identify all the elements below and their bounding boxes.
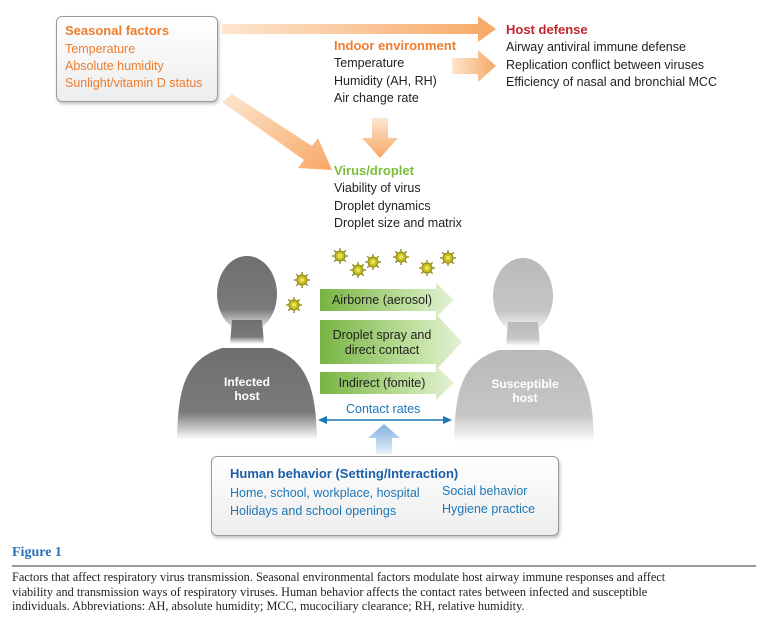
figure-caption: Factors that affect respiratory virus tr… (12, 570, 758, 614)
host-defense-item: Efficiency of nasal and bronchial MCC (506, 75, 717, 89)
figure-caption-line: Factors that affect respiratory virus tr… (12, 570, 666, 584)
virus-droplet-item: Droplet size and matrix (334, 216, 462, 230)
virus-icon (285, 296, 303, 314)
human-behavior-item: Social behavior (442, 484, 528, 498)
susceptible-host-silhouette (454, 258, 594, 442)
susceptible-host-label: Susceptible host (483, 377, 567, 405)
arrow-behavior-to-contact (368, 424, 400, 454)
virus-icon (349, 261, 367, 279)
seasonal-factor-item: Absolute humidity (65, 59, 164, 73)
virus-droplet-group: Virus/droplet Viability of virus Droplet… (334, 163, 462, 233)
seasonal-factors-box: Seasonal factors Temperature Absolute hu… (56, 16, 218, 102)
virus-droplet-title: Virus/droplet (334, 163, 414, 178)
route-droplet-label-line: direct contact (344, 343, 420, 357)
infected-host-silhouette (177, 256, 317, 440)
arrow-seasonal-to-host-defense (222, 16, 496, 42)
contact-rates-arrow (318, 416, 452, 424)
indoor-environment-item: Humidity (AH, RH) (334, 73, 437, 88)
human-behavior-title: Human behavior (Setting/Interaction) (230, 466, 459, 481)
arrow-indirect (320, 366, 454, 400)
virus-droplet-item: Viability of virus (334, 181, 421, 195)
figure-caption-line: individuals. Abbreviations: AH, absolute… (12, 599, 525, 613)
route-droplet-label: Droplet spray and direct contact (320, 328, 444, 358)
indoor-environment-title: Indoor environment (334, 38, 457, 53)
indoor-environment-item: Air change rate (334, 91, 419, 105)
virus-droplet-item: Droplet dynamics (334, 198, 431, 213)
seasonal-factor-item: Sunlight/vitamin D status (65, 76, 203, 90)
contact-rates-label: Contact rates (346, 402, 421, 416)
virus-icon (364, 253, 382, 271)
host-defense-group: Host defense Airway antiviral immune def… (506, 22, 717, 92)
arrow-seasonal-to-virus (222, 94, 332, 170)
susceptible-host-label-line: Susceptible (491, 377, 559, 391)
seasonal-factor-item: Temperature (65, 42, 136, 56)
susceptible-host-label-line: host (512, 391, 538, 405)
route-indirect-label: Indirect (fomite) (338, 376, 426, 390)
arrow-airborne (320, 283, 454, 317)
arrow-indoor-to-virus (362, 118, 398, 158)
infected-host-label: Infected host (207, 375, 287, 403)
indoor-environment-group: Indoor environment Temperature Humidity … (334, 38, 456, 108)
route-airborne-label: Airborne (aerosol) (331, 293, 433, 307)
figure-caption-title: Figure 1 (12, 545, 62, 560)
human-behavior-item: Holidays and school openings (230, 504, 397, 518)
indoor-environment-item: Temperature (334, 56, 405, 70)
seasonal-factors-title: Seasonal factors (65, 23, 170, 38)
host-defense-item: Replication conflict between viruses (506, 57, 705, 72)
human-behavior-item: Hygiene practice (442, 502, 536, 516)
human-behavior-box: Human behavior (Setting/Interaction) Hom… (211, 456, 559, 536)
virus-icon (439, 249, 457, 267)
infected-host-label-line: host (234, 389, 260, 403)
host-defense-item: Airway antiviral immune defense (506, 40, 686, 54)
virus-icon (392, 248, 410, 266)
route-droplet-label-line: Droplet spray and (332, 328, 432, 342)
arrow-droplet (320, 314, 462, 370)
figure-caption-line: viability and transmission ways of respi… (12, 584, 648, 599)
virus-icon (331, 247, 349, 265)
virus-icon (418, 259, 436, 277)
virus-icon (293, 271, 311, 289)
host-defense-title: Host defense (506, 22, 588, 37)
human-behavior-item: Home, school, workplace, hospital (230, 486, 420, 500)
arrow-indoor-to-host-defense (452, 50, 496, 82)
infected-host-label-line: Infected (223, 375, 270, 389)
